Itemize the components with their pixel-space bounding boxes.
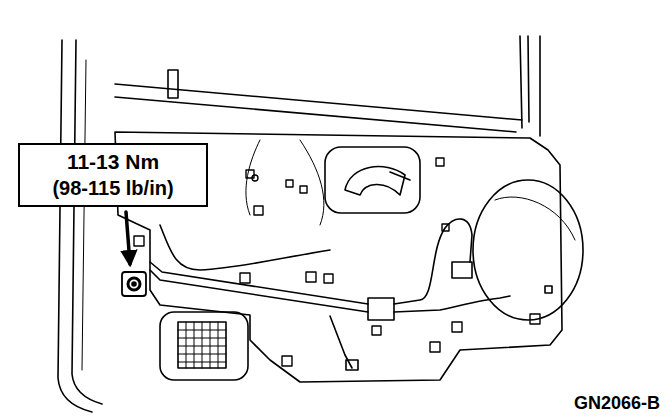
door-edge xyxy=(72,40,102,404)
window-channel xyxy=(520,36,540,136)
handle-recess xyxy=(325,147,420,213)
harness-connector xyxy=(452,262,472,278)
leader-arrow xyxy=(126,212,130,264)
window-rail xyxy=(115,97,516,132)
torque-value: 11-13 Nm xyxy=(67,149,159,175)
bolt-boss xyxy=(122,272,146,296)
speaker-opening xyxy=(495,197,575,240)
wire-harness xyxy=(150,270,368,312)
speaker-grille xyxy=(178,322,226,368)
wire-harness xyxy=(394,296,510,312)
harness-connector xyxy=(346,360,358,370)
harness-connector xyxy=(368,298,394,320)
figure-code: GN2066-B xyxy=(574,393,660,414)
door-handle xyxy=(345,167,405,195)
wire-harness xyxy=(394,219,472,304)
grille-recess xyxy=(160,312,248,380)
torque-callout-box: 11-13 Nm(98-115 lb/in) xyxy=(18,143,208,207)
panel-contour xyxy=(246,140,324,225)
door-handle xyxy=(390,172,410,180)
bolt xyxy=(128,278,140,290)
speaker-screw xyxy=(545,286,552,293)
panel-contour xyxy=(160,225,330,270)
torque-value: (98-115 lb/in) xyxy=(52,176,173,201)
rail-post xyxy=(168,70,178,98)
speaker-grille xyxy=(178,322,226,368)
bolt xyxy=(132,282,136,286)
door-edge xyxy=(82,60,86,370)
